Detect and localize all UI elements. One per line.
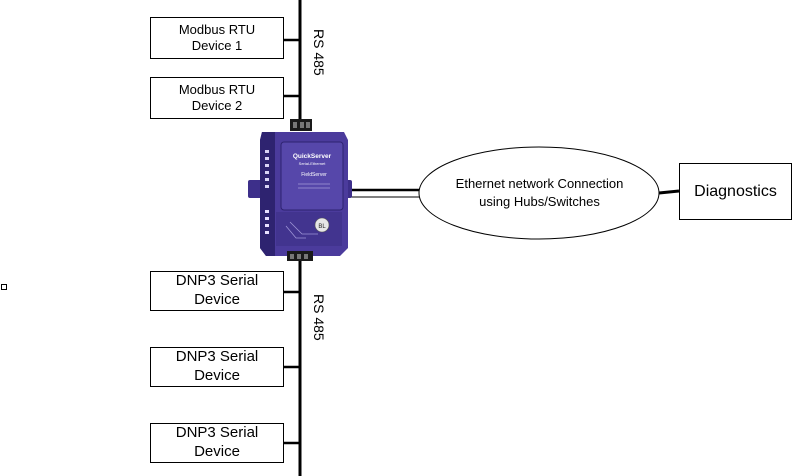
- diagnostics-label: Diagnostics: [694, 182, 777, 200]
- ethernet-network-text: Ethernet network Connection using Hubs/S…: [455, 176, 624, 209]
- modbus-rtu-device-2-label: Modbus RTU Device 2: [178, 81, 256, 113]
- rs485-bottom-label: RS 485: [311, 294, 327, 341]
- diagnostics-box: Diagnostics: [679, 163, 792, 220]
- gateway-brand: QuickServer: [293, 153, 332, 160]
- gateway-subtitle: Serial-Ethernet: [299, 161, 327, 166]
- dnp3-serial-device-2: DNP3 Serial Device: [150, 347, 284, 387]
- quickserver-gateway: QuickServer Serial-Ethernet FieldServer …: [248, 119, 352, 261]
- dnp3-serial-device-1: DNP3 Serial Device: [150, 271, 284, 311]
- ethernet-network-label: Ethernet network Connection using Hubs/S…: [418, 147, 661, 239]
- modbus-rtu-device-1-label: Modbus RTU Device 1: [178, 21, 256, 53]
- anchor-marker: [1, 284, 7, 290]
- dnp3-serial-device-3-label: DNP3 Serial Device: [175, 424, 259, 460]
- rs485-top-label: RS 485: [311, 29, 327, 76]
- dnp3-serial-device-2-label: DNP3 Serial Device: [175, 348, 259, 384]
- dnp3-serial-device-3: DNP3 Serial Device: [150, 423, 284, 463]
- gateway-maker: FieldServer: [301, 172, 327, 178]
- gateway-badge: BL: [318, 224, 326, 230]
- diagnostics-link: [658, 189, 680, 195]
- modbus-rtu-device-1: Modbus RTU Device 1: [150, 17, 284, 59]
- dnp3-serial-device-1-label: DNP3 Serial Device: [175, 272, 259, 308]
- modbus-rtu-device-2: Modbus RTU Device 2: [150, 77, 284, 119]
